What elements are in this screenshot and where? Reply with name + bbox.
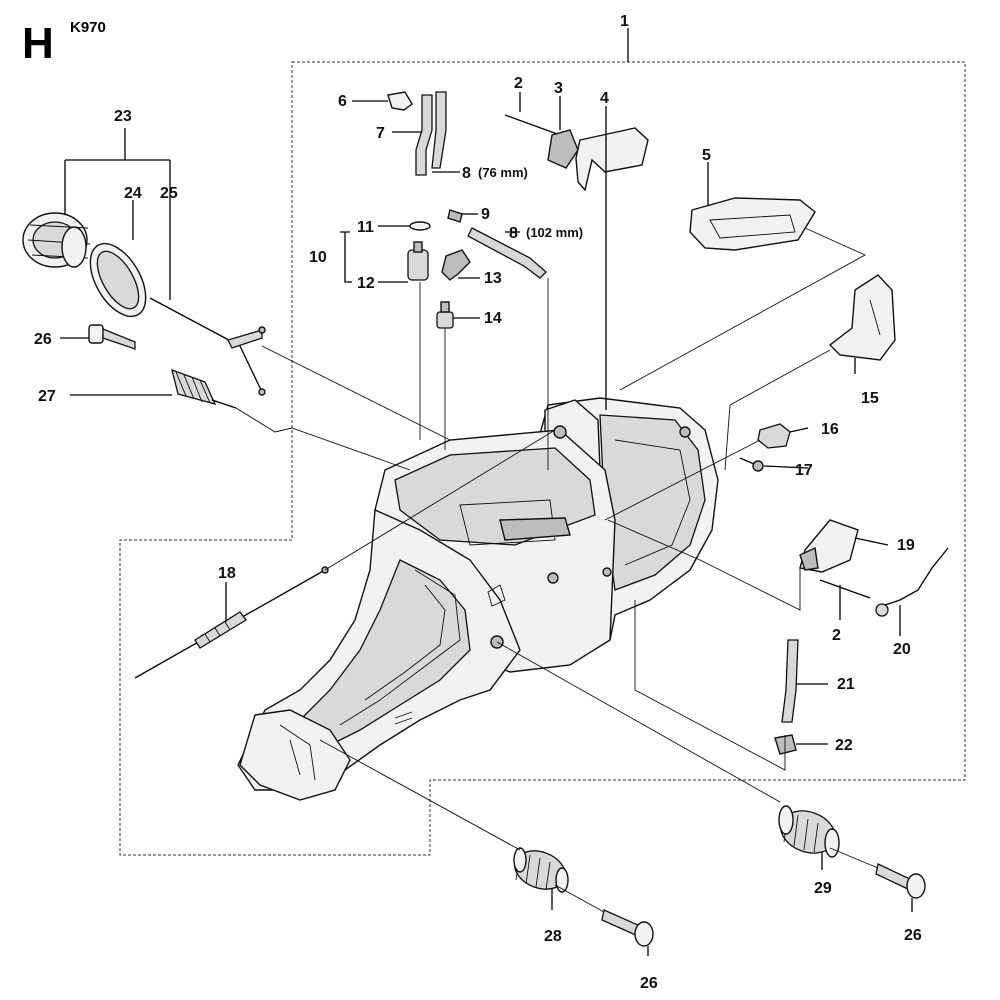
callout-26-right: 26 [904,927,922,944]
callout-15: 15 [861,390,879,407]
callout-21: 21 [837,676,855,693]
hose-21 [781,639,799,723]
hose-clip [387,91,413,111]
valve-14 [436,301,454,329]
fuel-filter-12 [407,241,429,281]
cover-15 [828,274,896,361]
callout-14: 14 [484,310,502,327]
callout-16: 16 [821,421,839,438]
spring-20 [875,547,949,617]
callout-9: 9 [481,206,490,223]
leader-lines [60,28,913,956]
callout-18: 18 [218,565,236,582]
callout-2-top: 2 [514,75,523,92]
callout-27: 27 [38,388,56,405]
washer-11 [409,221,431,231]
callout-29: 29 [814,880,832,897]
cover-5 [689,197,816,251]
callout-12: 12 [357,275,375,292]
callout-3: 3 [554,80,563,97]
callout-2-right: 2 [832,627,841,644]
crankcase-body [237,397,719,801]
callout-26-bottom: 26 [640,975,658,992]
av-spring-29 [778,805,840,858]
latch-19 [799,519,859,573]
section-letter: H [22,19,54,68]
grommet-16 [757,423,791,449]
callout-28: 28 [544,928,562,945]
callout-6: 6 [338,93,347,110]
callout-25: 25 [160,185,178,202]
callout-8-102: 8 [509,225,518,242]
callout-20: 20 [893,641,911,658]
callout-8-76-note: (76 mm) [478,165,528,180]
hose-102mm [467,227,547,279]
bolt-26-bottom [601,909,654,947]
fitting-9 [447,209,463,223]
callout-24: 24 [124,185,142,202]
bolt-26-right [875,863,926,899]
intake-boot [22,212,91,268]
callout-23: 23 [114,108,132,125]
screw-17 [739,457,764,472]
intake-ring [89,242,147,318]
intake-rod [149,297,266,396]
bolt-26-left [88,324,136,350]
grommet-22 [774,734,797,755]
callout-1: 1 [620,13,629,30]
av-spring-27 [171,368,237,409]
callout-10: 10 [309,249,327,266]
callout-26-left: 26 [34,331,52,348]
shaft-2-top [504,114,561,136]
shaft-2-right [819,579,871,599]
fuel-hose-7 [415,94,433,176]
callout-17: 17 [795,462,813,479]
callout-5: 5 [702,147,711,164]
hose-76mm [431,91,447,169]
cable-18 [134,566,329,679]
callout-11: 11 [357,219,374,236]
callout-7: 7 [376,125,385,142]
av-spring-28 [513,847,569,893]
callout-22: 22 [835,737,853,754]
throttle-lock-3 [547,129,579,169]
model-label: K970 [70,19,106,36]
callout-8-76: 8 [462,165,471,182]
assembly-boundary [119,61,966,856]
elbow-13 [441,249,471,281]
callout-8-102-note: (102 mm) [526,225,583,240]
throttle-trigger-4 [575,127,649,192]
callout-13: 13 [484,270,502,287]
callout-4: 4 [600,90,609,107]
callout-19: 19 [897,537,915,554]
